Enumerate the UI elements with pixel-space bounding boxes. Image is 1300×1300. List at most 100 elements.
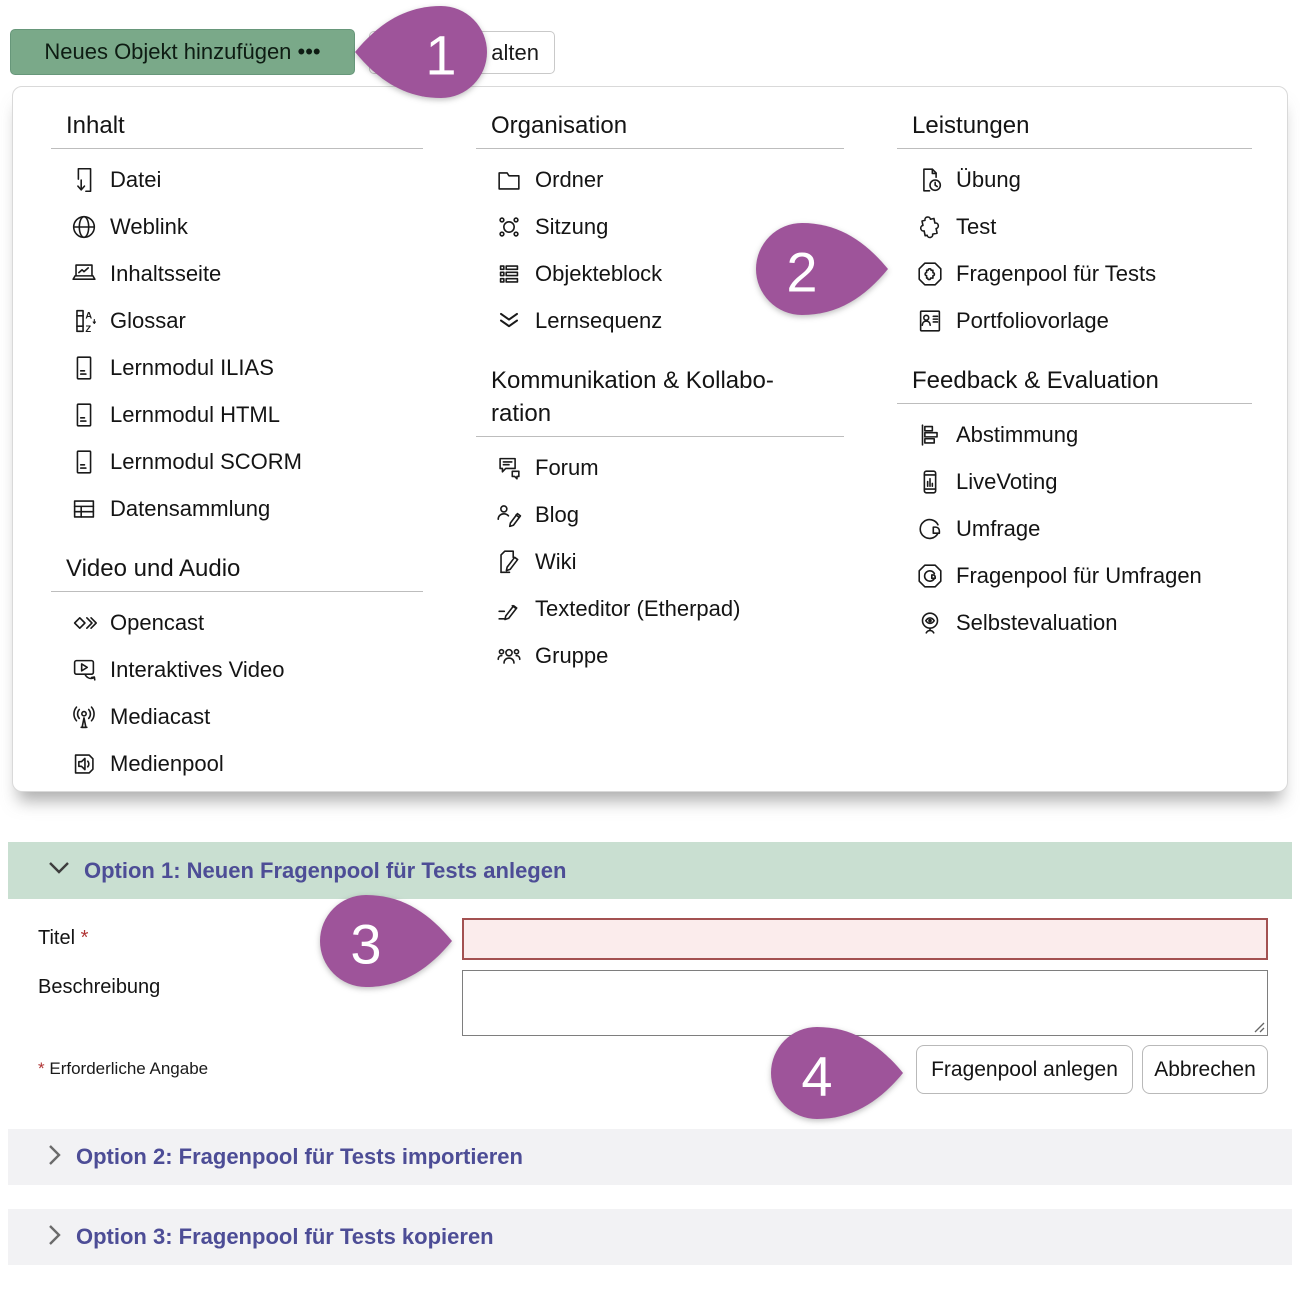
option1-accordion-header[interactable]: Option 1: Neuen Fragenpool für Tests anl… bbox=[8, 842, 1292, 899]
puzzle-icon bbox=[915, 212, 945, 242]
description-label: Beschreibung bbox=[38, 976, 161, 998]
globe-icon bbox=[69, 212, 99, 242]
group-icon bbox=[494, 641, 524, 671]
menu-item-test[interactable]: Test bbox=[915, 203, 1252, 250]
title-input[interactable] bbox=[462, 918, 1268, 960]
content-page-icon bbox=[69, 259, 99, 289]
portfolio-icon bbox=[915, 306, 945, 336]
menu-item-datei[interactable]: Datei bbox=[69, 156, 423, 203]
menu-item-label: Mediacast bbox=[110, 703, 211, 729]
menu-item-label: Blog bbox=[535, 501, 580, 527]
section-title: Leistungen bbox=[912, 112, 1030, 139]
menu-item-label: LiveVoting bbox=[956, 468, 1058, 494]
live-voting-icon bbox=[915, 467, 945, 497]
title-label: Titel * bbox=[38, 927, 89, 949]
table-icon bbox=[69, 494, 99, 524]
section-divider bbox=[51, 591, 423, 592]
menu-item-label: Fragenpool für Umfragen bbox=[956, 562, 1202, 588]
menu-item-fragenpool-für-umfragen[interactable]: Fragenpool für Umfragen bbox=[915, 552, 1252, 599]
required-note: * Erforderliche Angabe bbox=[38, 1059, 209, 1078]
section-title: Video und Audio bbox=[66, 555, 241, 582]
menu-item-weblink[interactable]: Weblink bbox=[69, 203, 423, 250]
option3-accordion-header[interactable]: Option 3: Fragenpool für Tests kopieren bbox=[8, 1209, 1292, 1265]
menu-item-label: Ordner bbox=[535, 166, 604, 192]
svg-text:3: 3 bbox=[350, 913, 381, 976]
secondary-button[interactable]: alten bbox=[369, 31, 555, 74]
menu-item-label: Lernsequenz bbox=[535, 307, 663, 333]
menu-item-label: Datensammlung bbox=[110, 495, 271, 521]
add-new-object-button[interactable]: Neues Objekt hinzufügen ••• bbox=[10, 29, 355, 75]
menu-item-livevoting[interactable]: LiveVoting bbox=[915, 458, 1252, 505]
menu-item-datensammlung[interactable]: Datensammlung bbox=[69, 485, 423, 532]
menu-item-texteditor-etherpad[interactable]: Texteditor (Etherpad) bbox=[494, 585, 844, 632]
learning-sequence-icon bbox=[494, 306, 524, 336]
menu-item-label: Wiki bbox=[535, 548, 577, 574]
menu-item-selbstevaluation[interactable]: Selbstevaluation bbox=[915, 599, 1252, 646]
menu-item-abstimmung[interactable]: Abstimmung bbox=[915, 411, 1252, 458]
menu-item-übung[interactable]: Übung bbox=[915, 156, 1252, 203]
menu-item-mediacast[interactable]: Mediacast bbox=[69, 693, 423, 740]
menu-item-sitzung[interactable]: Sitzung bbox=[494, 203, 844, 250]
option1-header-label: Option 1: Neuen Fragenpool für Tests anl… bbox=[84, 857, 567, 883]
menu-item-gruppe[interactable]: Gruppe bbox=[494, 632, 844, 679]
create-question-pool-button[interactable]: Fragenpool anlegen bbox=[916, 1045, 1133, 1094]
required-asterisk: * bbox=[80, 927, 89, 949]
menu-item-ordner[interactable]: Ordner bbox=[494, 156, 844, 203]
section-divider bbox=[897, 403, 1252, 404]
menu-item-forum[interactable]: Forum bbox=[494, 444, 844, 491]
section-divider bbox=[897, 148, 1252, 149]
textarea-resize-handle[interactable] bbox=[1252, 1020, 1265, 1038]
poll-bars-icon bbox=[915, 420, 945, 450]
menu-item-lernmodul-html[interactable]: Lernmodul HTML bbox=[69, 391, 423, 438]
interactive-video-icon bbox=[69, 655, 99, 685]
item-block-icon bbox=[494, 259, 524, 289]
text-editor-icon bbox=[494, 594, 524, 624]
broadcast-icon bbox=[69, 702, 99, 732]
menu-item-inhaltsseite[interactable]: Inhaltsseite bbox=[69, 250, 423, 297]
menu-item-label: Selbstevaluation bbox=[956, 609, 1118, 635]
menu-item-label: Sitzung bbox=[535, 213, 609, 239]
menu-item-objekteblock[interactable]: Objekteblock bbox=[494, 250, 844, 297]
chevron-down-icon bbox=[48, 861, 70, 880]
menu-item-lernsequenz[interactable]: Lernsequenz bbox=[494, 297, 844, 344]
menu-item-label: Abstimmung bbox=[956, 421, 1079, 447]
menu-item-label: Medienpool bbox=[110, 750, 224, 776]
option3-header-label: Option 3: Fragenpool für Tests kopieren bbox=[76, 1224, 494, 1249]
description-textarea[interactable] bbox=[462, 970, 1268, 1036]
menu-item-interaktives-video[interactable]: Interaktives Video bbox=[69, 646, 423, 693]
menu-item-lernmodul-ilias[interactable]: Lernmodul ILIAS bbox=[69, 344, 423, 391]
menu-item-medienpool[interactable]: Medienpool bbox=[69, 740, 423, 787]
exercise-icon bbox=[915, 165, 945, 195]
menu-item-label: Forum bbox=[535, 454, 599, 480]
menu-item-blog[interactable]: Blog bbox=[494, 491, 844, 538]
menu-item-label: Interaktives Video bbox=[110, 656, 285, 682]
option2-accordion-header[interactable]: Option 2: Fragenpool für Tests importier… bbox=[8, 1129, 1292, 1185]
file-download-icon bbox=[69, 165, 99, 195]
menu-item-lernmodul-scorm[interactable]: Lernmodul SCORM bbox=[69, 438, 423, 485]
menu-item-fragenpool-für-tests[interactable]: Fragenpool für Tests bbox=[915, 250, 1252, 297]
menu-item-umfrage[interactable]: Umfrage bbox=[915, 505, 1252, 552]
cancel-button[interactable]: Abbrechen bbox=[1142, 1045, 1268, 1094]
menu-item-label: Glossar bbox=[110, 307, 186, 333]
svg-text:Z: Z bbox=[85, 323, 91, 333]
menu-item-opencast[interactable]: Opencast bbox=[69, 599, 423, 646]
chevron-right-icon bbox=[48, 1224, 62, 1251]
menu-item-wiki[interactable]: Wiki bbox=[494, 538, 844, 585]
annotation-marker-4: 4 bbox=[765, 1023, 905, 1123]
section-divider bbox=[51, 148, 423, 149]
survey-pie-icon bbox=[915, 514, 945, 544]
menu-item-portfoliovorlage[interactable]: Portfoliovorlage bbox=[915, 297, 1252, 344]
